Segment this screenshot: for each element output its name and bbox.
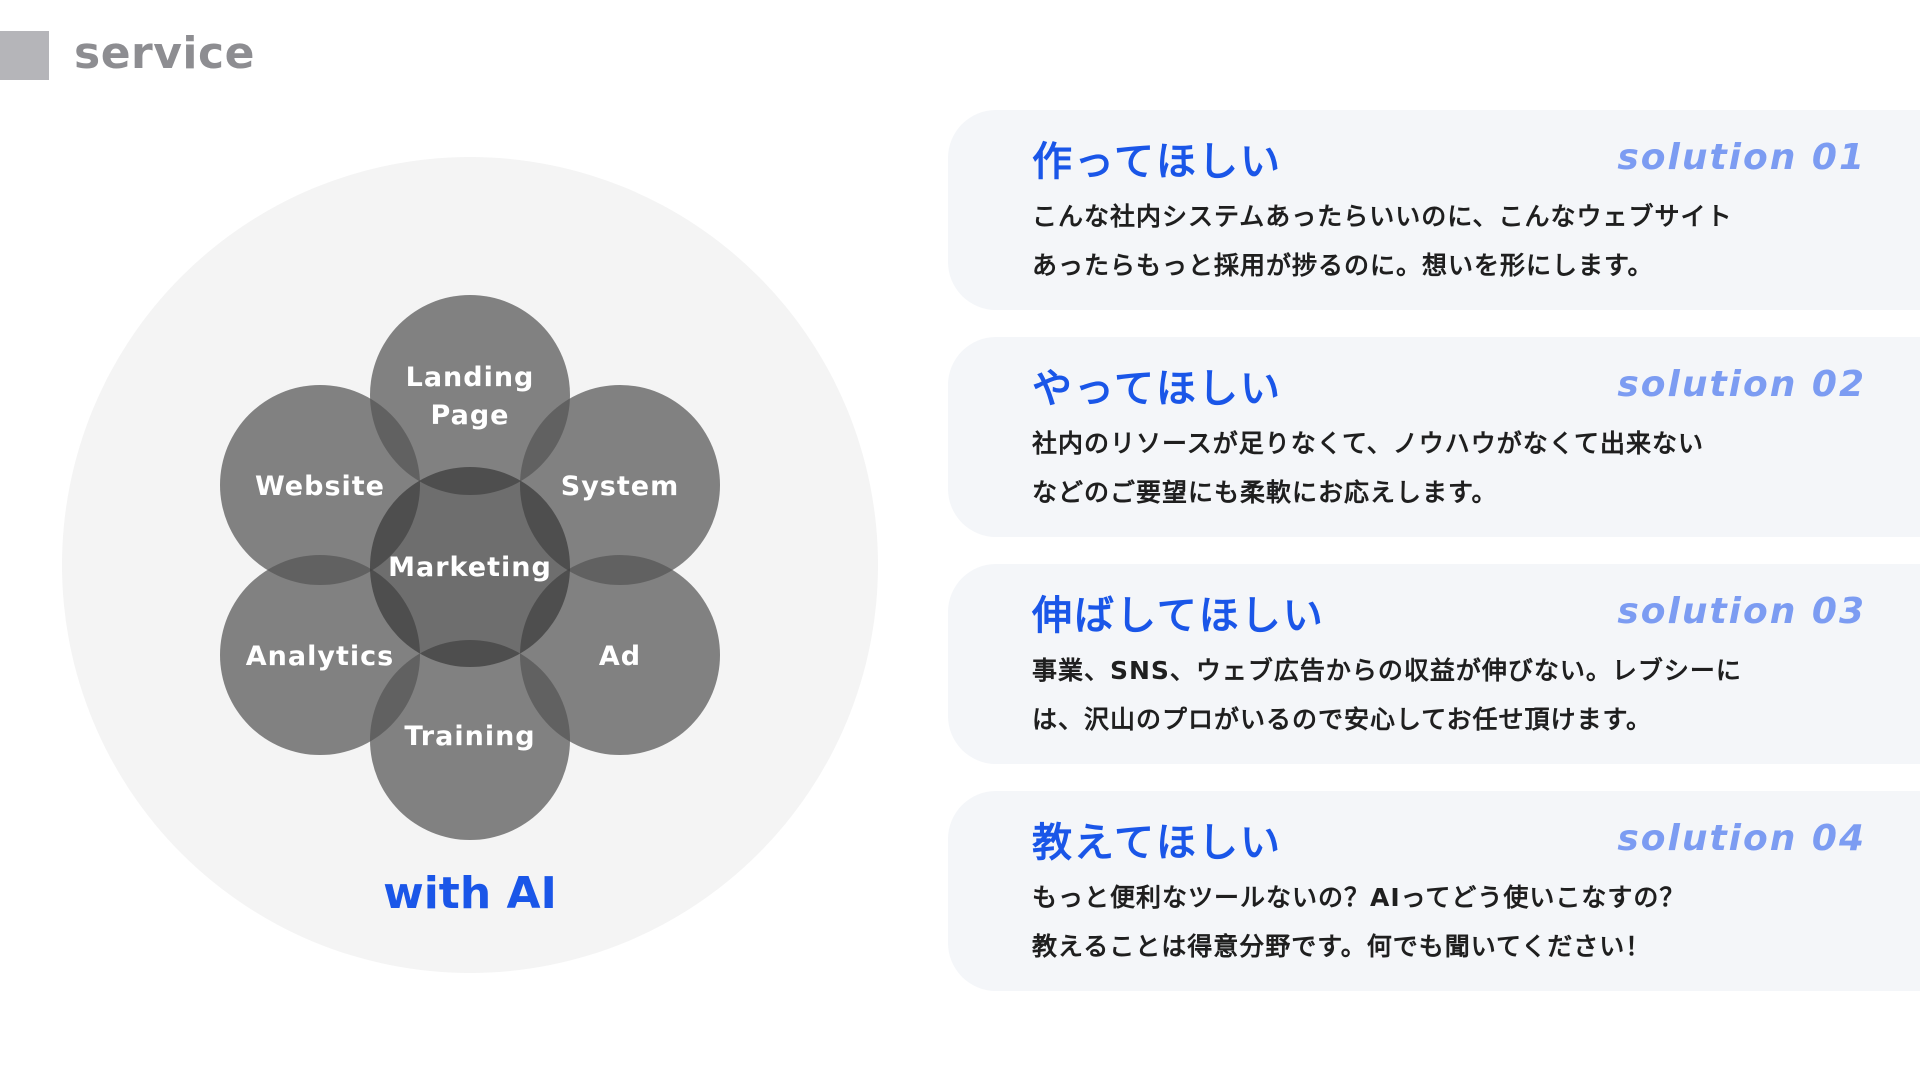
header-square-mark <box>0 31 49 80</box>
label-marketing: Marketing <box>388 552 552 583</box>
label-website: Website <box>255 471 385 502</box>
petal-ad <box>520 555 720 755</box>
label-ad: Ad <box>599 641 641 672</box>
solution-number: solution 04 <box>1617 818 1866 859</box>
label-training: Training <box>404 721 535 752</box>
description-line: もっと便利なツールないの？AIってどう使いこなすの？ <box>1032 883 1686 912</box>
solution-card-03: 伸ばしてほしい solution 03 事業、SNS、ウェブ広告からの収益が伸び… <box>948 564 1920 764</box>
center-marketing-circle <box>370 467 570 667</box>
solution-card-01: 作ってほしい solution 01 こんな社内システムあったらいいのに、こんな… <box>948 110 1920 310</box>
petal-landing-page <box>370 295 570 495</box>
label-analytics: Analytics <box>246 641 394 672</box>
solution-title: やってほしい <box>1032 366 1282 412</box>
solution-card-04: 教えてほしい solution 04 もっと便利なツールないの？AIってどう使い… <box>948 791 1920 991</box>
description-line: 事業、SNS、ウェブ広告からの収益が伸びない。レブシーに <box>1032 656 1742 685</box>
label-system: System <box>561 471 679 502</box>
solution-description: 事業、SNS、ウェブ広告からの収益が伸びない。レブシーに は、沢山のプロがいるの… <box>1032 646 1742 744</box>
petal-website <box>220 385 420 585</box>
description-line: 教えることは得意分野です。何でも聞いてください！ <box>1032 932 1652 961</box>
service-diagram: Landing Page Website System Analytics Ad… <box>0 0 900 1080</box>
solution-description: 社内のリソースが足りなくて、ノウハウがなくて出来ない などのご要望にも柔軟にお応… <box>1032 419 1704 517</box>
description-line: は、沢山のプロがいるので安心してお任せ頂けます。 <box>1032 705 1653 734</box>
solution-title: 伸ばしてほしい <box>1032 593 1325 639</box>
solution-description: こんな社内システムあったらいいのに、こんなウェブサイト あったらもっと採用が捗る… <box>1032 192 1733 290</box>
venn-diagram: Landing Page Website System Analytics Ad… <box>62 157 878 973</box>
page-title: service <box>74 28 255 79</box>
description-line: 社内のリソースが足りなくて、ノウハウがなくて出来ない <box>1032 429 1705 458</box>
solution-description: もっと便利なツールないの？AIってどう使いこなすの？ 教えることは得意分野です。… <box>1032 873 1685 971</box>
solution-number: solution 02 <box>1617 364 1866 405</box>
description-line: などのご要望にも柔軟にお応えします。 <box>1032 478 1498 507</box>
solution-title: 作ってほしい <box>1032 139 1282 185</box>
solution-card-02: やってほしい solution 02 社内のリソースが足りなくて、ノウハウがなく… <box>948 337 1920 537</box>
solution-number: solution 01 <box>1617 137 1866 178</box>
description-line: あったらもっと採用が捗るのに。想いを形にします。 <box>1032 251 1654 280</box>
label-landing: Landing <box>406 362 535 393</box>
petal-training <box>370 640 570 840</box>
label-page: Page <box>431 400 510 431</box>
solution-title: 教えてほしい <box>1032 820 1282 866</box>
petal-analytics <box>220 555 420 755</box>
description-line: こんな社内システムあったらいいのに、こんなウェブサイト <box>1032 202 1733 231</box>
petal-system <box>520 385 720 585</box>
solution-number: solution 03 <box>1617 591 1866 632</box>
with-ai-caption: with AI <box>383 868 557 919</box>
